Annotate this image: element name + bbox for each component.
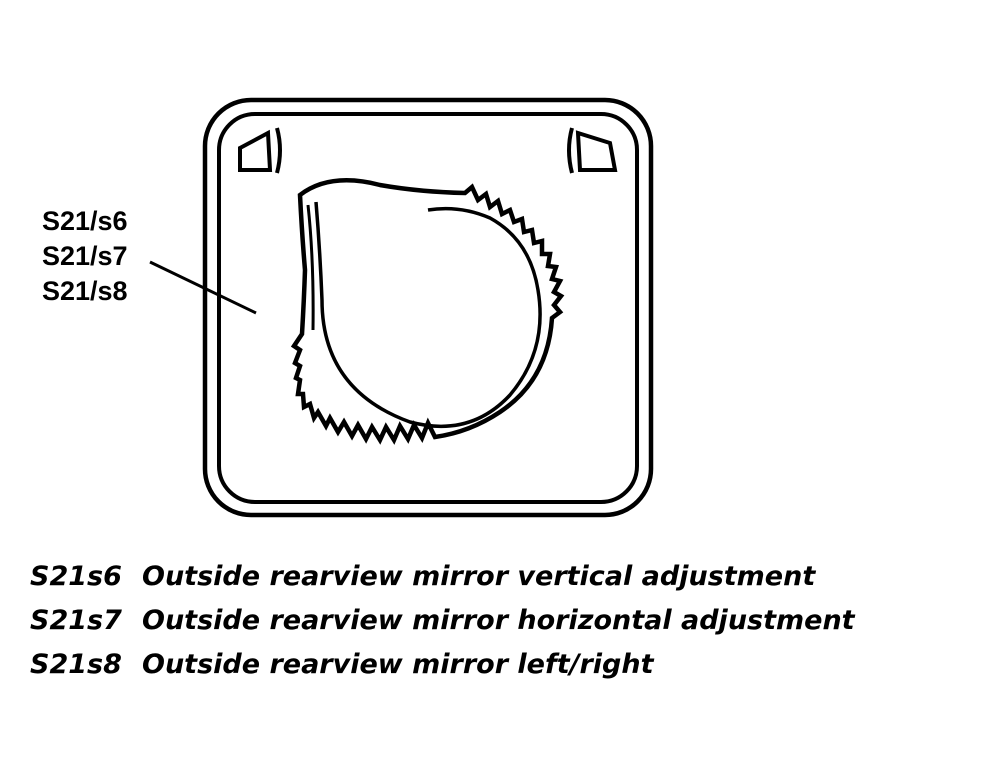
legend-row: S21s6 Outside rearview mirror vertical a… (30, 555, 855, 599)
legend-description: Outside rearview mirror vertical adjustm… (142, 561, 816, 592)
callout-leader-line (149, 260, 257, 315)
knob-inner-ring (314, 201, 542, 429)
legend: S21s6 Outside rearview mirror vertical a… (30, 555, 855, 687)
callout-label-s7: S21/s7 (42, 241, 128, 271)
legend-description: Outside rearview mirror left/right (142, 649, 654, 680)
switch-housing-inner (217, 112, 639, 504)
knob-outer-contour (290, 178, 565, 445)
legend-description: Outside rearview mirror horizontal adjus… (142, 605, 855, 636)
legend-row: S21s8 Outside rearview mirror left/right (30, 643, 855, 687)
callout-label-s8: S21/s8 (42, 276, 128, 306)
legend-code: S21s8 (30, 649, 122, 680)
legend-code: S21s6 (30, 561, 122, 592)
legend-row: S21s7 Outside rearview mirror horizontal… (30, 599, 855, 643)
left-indicator-tab (238, 127, 282, 174)
callout-labels: S21/s6 S21/s7 S21/s8 (42, 204, 128, 309)
switch-housing-outer (202, 97, 654, 518)
legend-code: S21s7 (30, 605, 122, 636)
rotary-knob (290, 178, 565, 445)
right-indicator-tab (567, 127, 618, 174)
knob-inner-ring-edge (306, 204, 315, 331)
callout-label-s6: S21/s6 (42, 206, 128, 236)
